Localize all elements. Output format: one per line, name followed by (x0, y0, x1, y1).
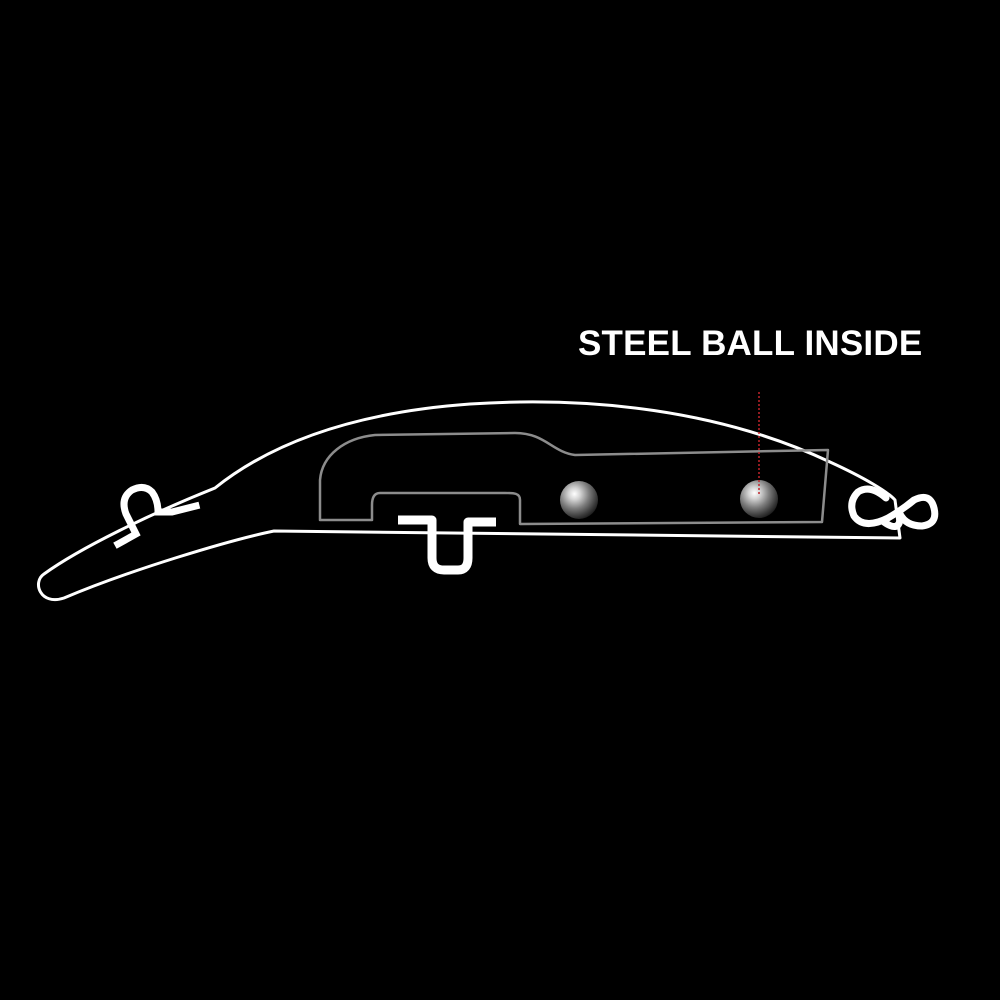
line-tie-eye-icon (113, 483, 201, 549)
steel-ball-icon (740, 480, 778, 518)
weight-chamber-icon (318, 431, 830, 526)
tail-hook-hanger-icon (848, 485, 939, 530)
steel-ball-callout-label: STEEL BALL INSIDE (578, 324, 923, 363)
steel-ball-icon (560, 481, 598, 519)
lure-body-outline-icon (37, 400, 902, 602)
belly-hook-hanger-icon (398, 515, 496, 575)
